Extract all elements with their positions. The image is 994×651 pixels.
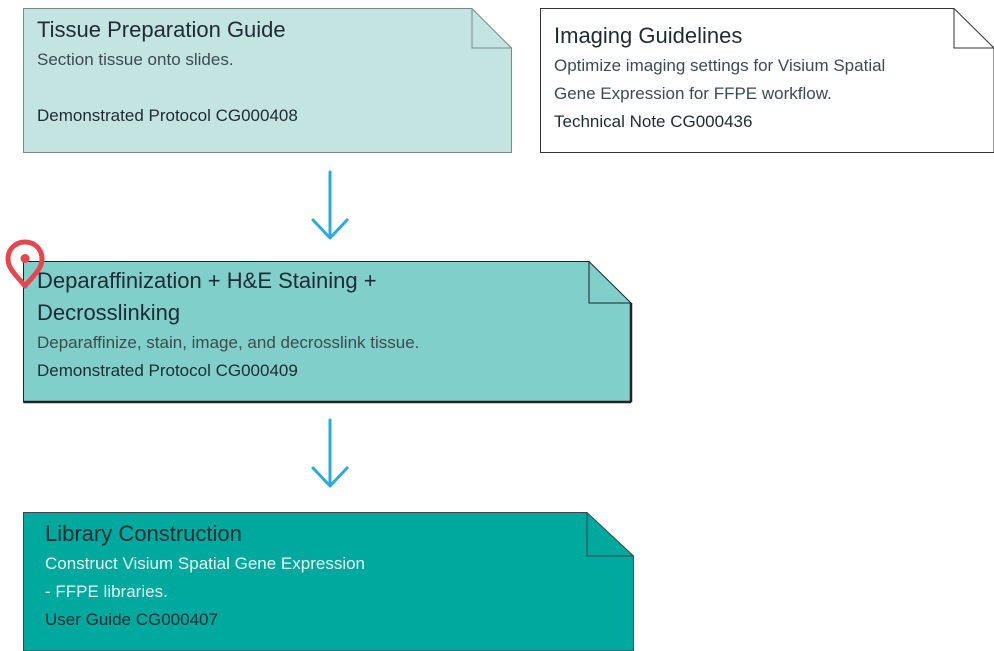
card-shape — [540, 8, 994, 153]
card-title: Tissue Preparation Guide — [37, 17, 286, 42]
map-pin-icon — [5, 239, 45, 289]
card-reference[interactable]: Demonstrated Protocol CG000409 — [37, 361, 298, 380]
card-library-construction[interactable]: Library Construction Construct Visium Sp… — [23, 512, 634, 651]
card-title-line-2: Decrosslinking — [37, 300, 181, 325]
card-tissue-preparation[interactable]: Tissue Preparation Guide Section tissue … — [23, 8, 512, 153]
card-imaging-guidelines[interactable]: Imaging Guidelines Optimize imaging sett… — [540, 8, 994, 153]
arrow-down-icon — [311, 170, 349, 240]
card-description-line-2: - FFPE libraries. — [45, 582, 168, 601]
card-description-line-1: Construct Visium Spatial Gene Expression — [45, 554, 366, 573]
card-shape — [23, 512, 634, 651]
card-reference[interactable]: User Guide CG000407 — [45, 610, 218, 629]
card-description-line-2: Gene Expression for FFPE workflow. — [554, 84, 832, 103]
card-shape — [23, 261, 633, 404]
card-description: Section tissue onto slides. — [37, 50, 234, 69]
card-reference[interactable]: Technical Note CG000436 — [554, 112, 753, 131]
card-title-line-1: Deparaffinization + H&E Staining + — [37, 268, 377, 293]
card-reference[interactable]: Demonstrated Protocol CG000408 — [37, 106, 298, 125]
card-shape — [23, 8, 512, 153]
card-description: Deparaffinize, stain, image, and decross… — [37, 333, 420, 352]
card-description-line-1: Optimize imaging settings for Visium Spa… — [554, 56, 886, 75]
card-title: Library Construction — [45, 521, 242, 546]
arrow-down-icon — [311, 418, 349, 488]
card-deparaffinization[interactable]: Deparaffinization + H&E Staining + Decro… — [23, 261, 633, 404]
card-title: Imaging Guidelines — [554, 23, 743, 48]
